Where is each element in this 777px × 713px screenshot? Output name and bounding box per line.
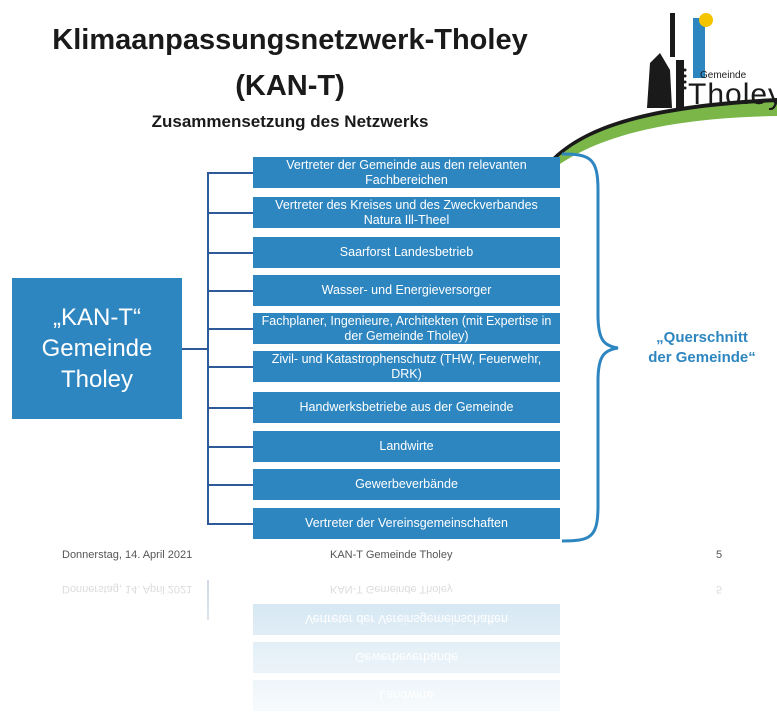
connector-branch-3 (207, 252, 253, 254)
dots-pattern (678, 68, 687, 90)
querschnitt-label: „Querschnitt der Gemeinde“ (622, 328, 777, 367)
connector-branch-7 (207, 407, 253, 409)
network-member-9: Gewerbeverbände (253, 469, 560, 500)
connector-branch-5 (207, 328, 253, 330)
title-line-1: Klimaanpassungsnetzwerk-Tholey (52, 24, 528, 56)
black-hill (552, 98, 777, 161)
network-member-5: Fachplaner, Ingenieure, Architekten (mit… (253, 313, 560, 344)
green-hill (552, 100, 777, 166)
footer-date: Donnerstag, 14. April 2021 (62, 549, 193, 561)
connector-branch-4 (207, 290, 253, 292)
kan-t-box: „KAN-T“ Gemeinde Tholey (12, 278, 182, 419)
connector-branch-9 (207, 484, 253, 486)
sun-icon (699, 13, 713, 27)
querschnitt-line-2: der Gemeinde“ (648, 348, 756, 366)
network-member-10: Vertreter der Vereinsgemeinschaften (253, 508, 560, 539)
network-member-1: Vertreter der Gemeinde aus den relevante… (253, 157, 560, 188)
network-member-3: Saarforst Landesbetrieb (253, 237, 560, 268)
tower-icon (647, 13, 684, 108)
logo-big-text: Tholey (688, 78, 777, 111)
footer-page-number: 5 (716, 549, 723, 561)
footer-center: KAN-T Gemeinde Tholey (330, 549, 453, 561)
reflection-fade (0, 580, 777, 713)
querschnitt-line-1: „Querschnitt (656, 329, 748, 346)
title-line-2: (KAN-T) (235, 70, 345, 102)
connector-branch-10 (207, 523, 253, 525)
blue-bar (693, 18, 705, 78)
logo-small-text: Gemeinde (700, 70, 747, 81)
connector-branch-8 (207, 446, 253, 448)
gemeinde-label: Gemeinde (41, 334, 153, 362)
network-member-4: Wasser- und Energieversorger (253, 275, 560, 306)
connector-horizontal-main (182, 348, 208, 350)
network-member-6: Zivil- und Katastrophenschutz (THW, Feue… (253, 351, 560, 382)
tholey-logo (552, 13, 777, 166)
connector-branch-6 (207, 366, 253, 368)
curly-brace (561, 152, 619, 543)
connector-vertical-spine (207, 173, 209, 523)
network-member-7: Handwerksbetriebe aus der Gemeinde (253, 392, 560, 423)
tholey-label: Tholey (60, 366, 134, 394)
subtitle: Zusammensetzung des Netzwerks (151, 112, 429, 131)
connector-branch-1 (207, 172, 253, 174)
connector-branch-2 (207, 212, 253, 214)
network-member-2: Vertreter des Kreises und des Zweckverba… (253, 197, 560, 228)
network-member-8: Landwirte (253, 431, 560, 462)
kan-t-label: „KAN-T“ (53, 303, 141, 331)
